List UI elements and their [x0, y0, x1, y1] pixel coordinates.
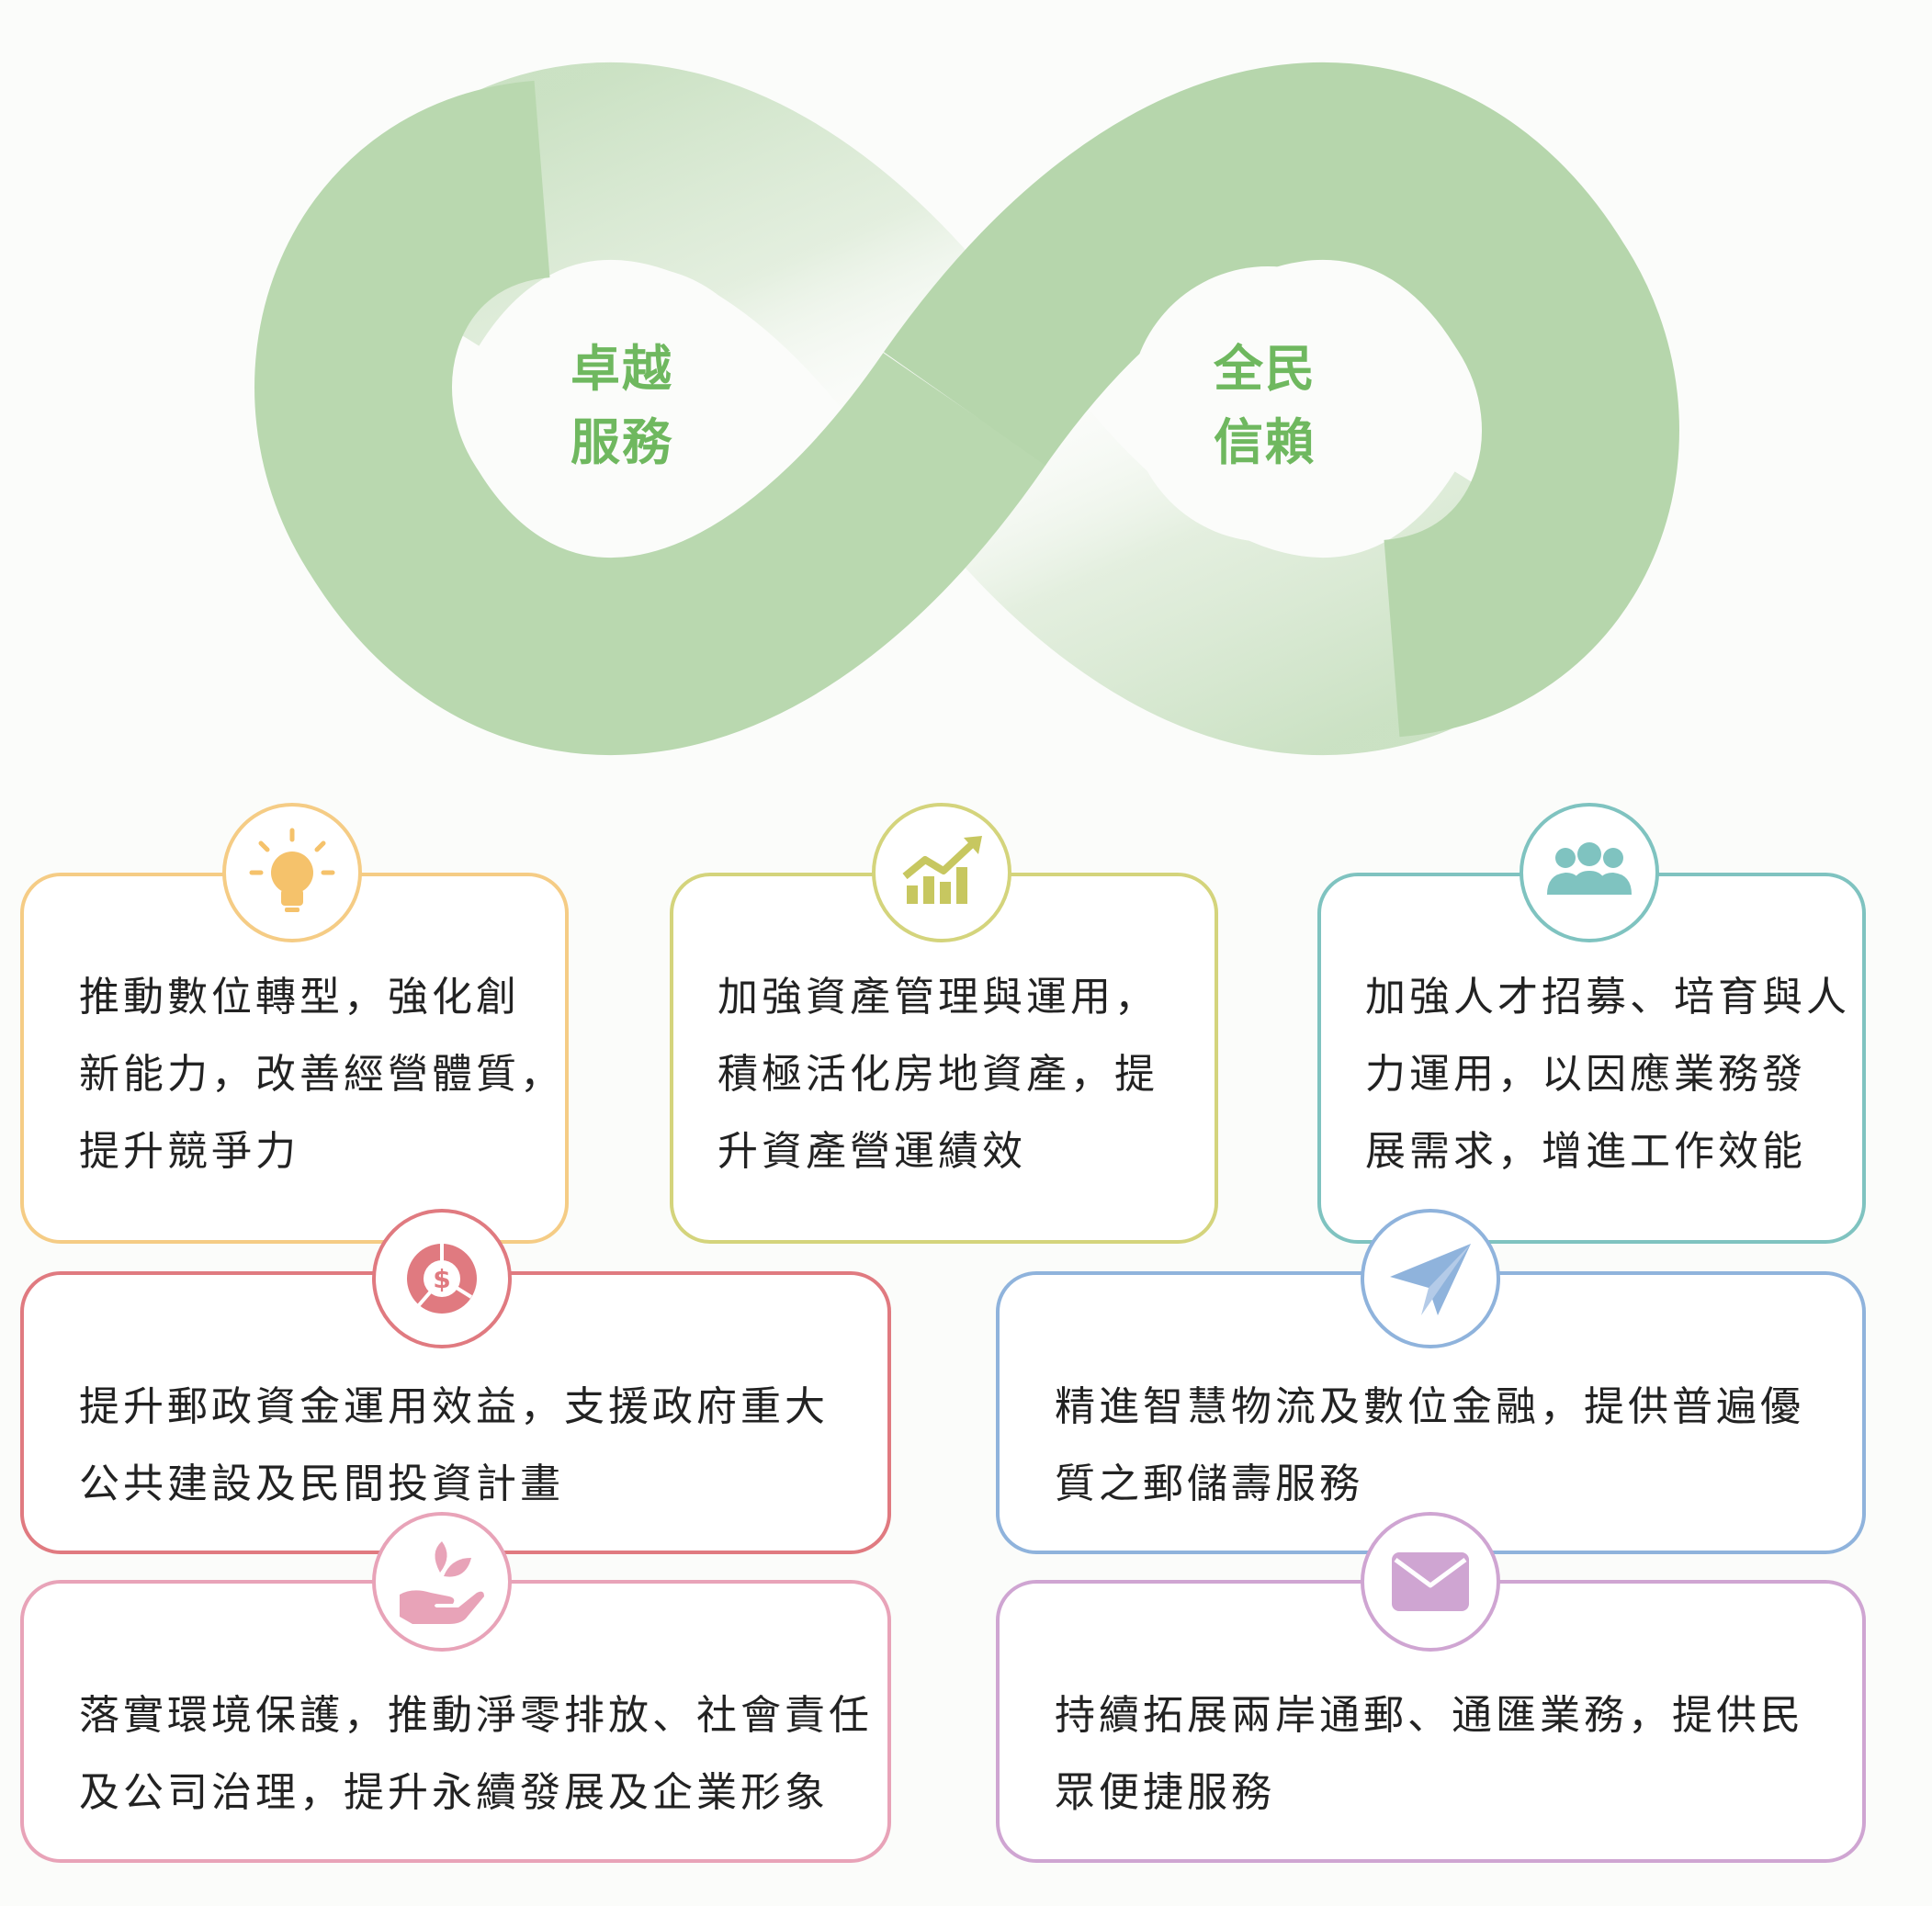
card-esg-line-2: 及公司治理，提升永續發展及企業形象: [79, 1769, 829, 1816]
people-group-icon: [1547, 842, 1632, 895]
lightbulb-badge: [222, 803, 362, 942]
growth-chart-icon: [902, 836, 982, 904]
infinity-right-loop: [884, 62, 1679, 738]
lightbulb-icon: [249, 828, 335, 912]
infinity-left-loop: [254, 80, 1046, 755]
card-assets-line-3: 升資產營運績效: [717, 1128, 1026, 1175]
left-label-line-2: 服務: [571, 413, 673, 471]
card-esg-text: 落實環境保護，推動淨零排放、社會責任 及公司治理，提升永續發展及企業形象: [79, 1677, 873, 1832]
envelope-badge: [1361, 1512, 1500, 1652]
card-talent: 加強人才招募、培育與人 力運用，以因應業務發 展需求，增進工作效能: [1317, 873, 1866, 1244]
card-digital-text: 推動數位轉型，強化創 新能力，改善經營體質， 提升競爭力: [79, 959, 564, 1190]
card-funds-line-1: 提升郵政資金運用效益，支援政府重大: [79, 1383, 829, 1430]
card-assets-line-1: 加強資產管理與運用，: [717, 974, 1158, 1021]
card-crossstrait-line-2: 眾便捷服務: [1055, 1769, 1275, 1816]
card-crossstrait-text: 持續拓展兩岸通郵、通匯業務，提供民 眾便捷服務: [1055, 1677, 1804, 1832]
dollar-pie-badge: $: [372, 1209, 512, 1348]
card-funds-line-2: 公共建設及民間投資計畫: [79, 1461, 564, 1507]
infinity-left-label: 卓越 服務: [530, 333, 714, 479]
people-group-badge: [1520, 803, 1659, 942]
card-logistics-line-1: 精進智慧物流及數位金融，提供普遍優: [1055, 1383, 1804, 1430]
hand-sprout-badge: [372, 1512, 512, 1652]
card-assets-line-2: 積極活化房地資產，提: [717, 1051, 1158, 1098]
card-talent-text: 加強人才招募、培育與人 力運用，以因應業務發 展需求，增進工作效能: [1365, 959, 1850, 1190]
card-talent-line-2: 力運用，以因應業務發: [1365, 1051, 1806, 1098]
svg-text:$: $: [433, 1264, 450, 1294]
growth-chart-badge: [872, 803, 1011, 942]
right-label-line-1: 全民: [1214, 340, 1316, 398]
card-logistics-text: 精進智慧物流及數位金融，提供普遍優 質之郵儲壽服務: [1055, 1369, 1804, 1523]
card-crossstrait-line-1: 持續拓展兩岸通郵、通匯業務，提供民: [1055, 1692, 1804, 1739]
card-digital-line-3: 提升競爭力: [79, 1128, 299, 1175]
right-label-line-2: 信賴: [1214, 413, 1316, 471]
card-funds-text: 提升郵政資金運用效益，支援政府重大 公共建設及民間投資計畫: [79, 1369, 829, 1523]
envelope-icon: [1392, 1552, 1469, 1611]
dollar-pie-icon: $: [407, 1244, 477, 1314]
paper-plane-icon: [1390, 1244, 1471, 1315]
card-digital-line-2: 新能力，改善經營體質，: [79, 1051, 564, 1098]
infinity-right-label: 全民 信賴: [1173, 333, 1357, 479]
card-esg-line-1: 落實環境保護，推動淨零排放、社會責任: [79, 1692, 873, 1739]
card-talent-line-1: 加強人才招募、培育與人: [1365, 974, 1850, 1021]
card-logistics-line-2: 質之郵儲壽服務: [1055, 1461, 1363, 1507]
infinity-symbol: [254, 62, 1679, 755]
card-assets-text: 加強資產管理與運用， 積極活化房地資產，提 升資產營運績效: [717, 959, 1158, 1190]
card-digital-line-1: 推動數位轉型，強化創: [79, 974, 520, 1021]
paper-plane-badge: [1361, 1209, 1500, 1348]
left-label-line-1: 卓越: [571, 340, 673, 398]
hand-sprout-icon: [400, 1541, 484, 1624]
card-talent-line-3: 展需求，增進工作效能: [1365, 1128, 1806, 1175]
